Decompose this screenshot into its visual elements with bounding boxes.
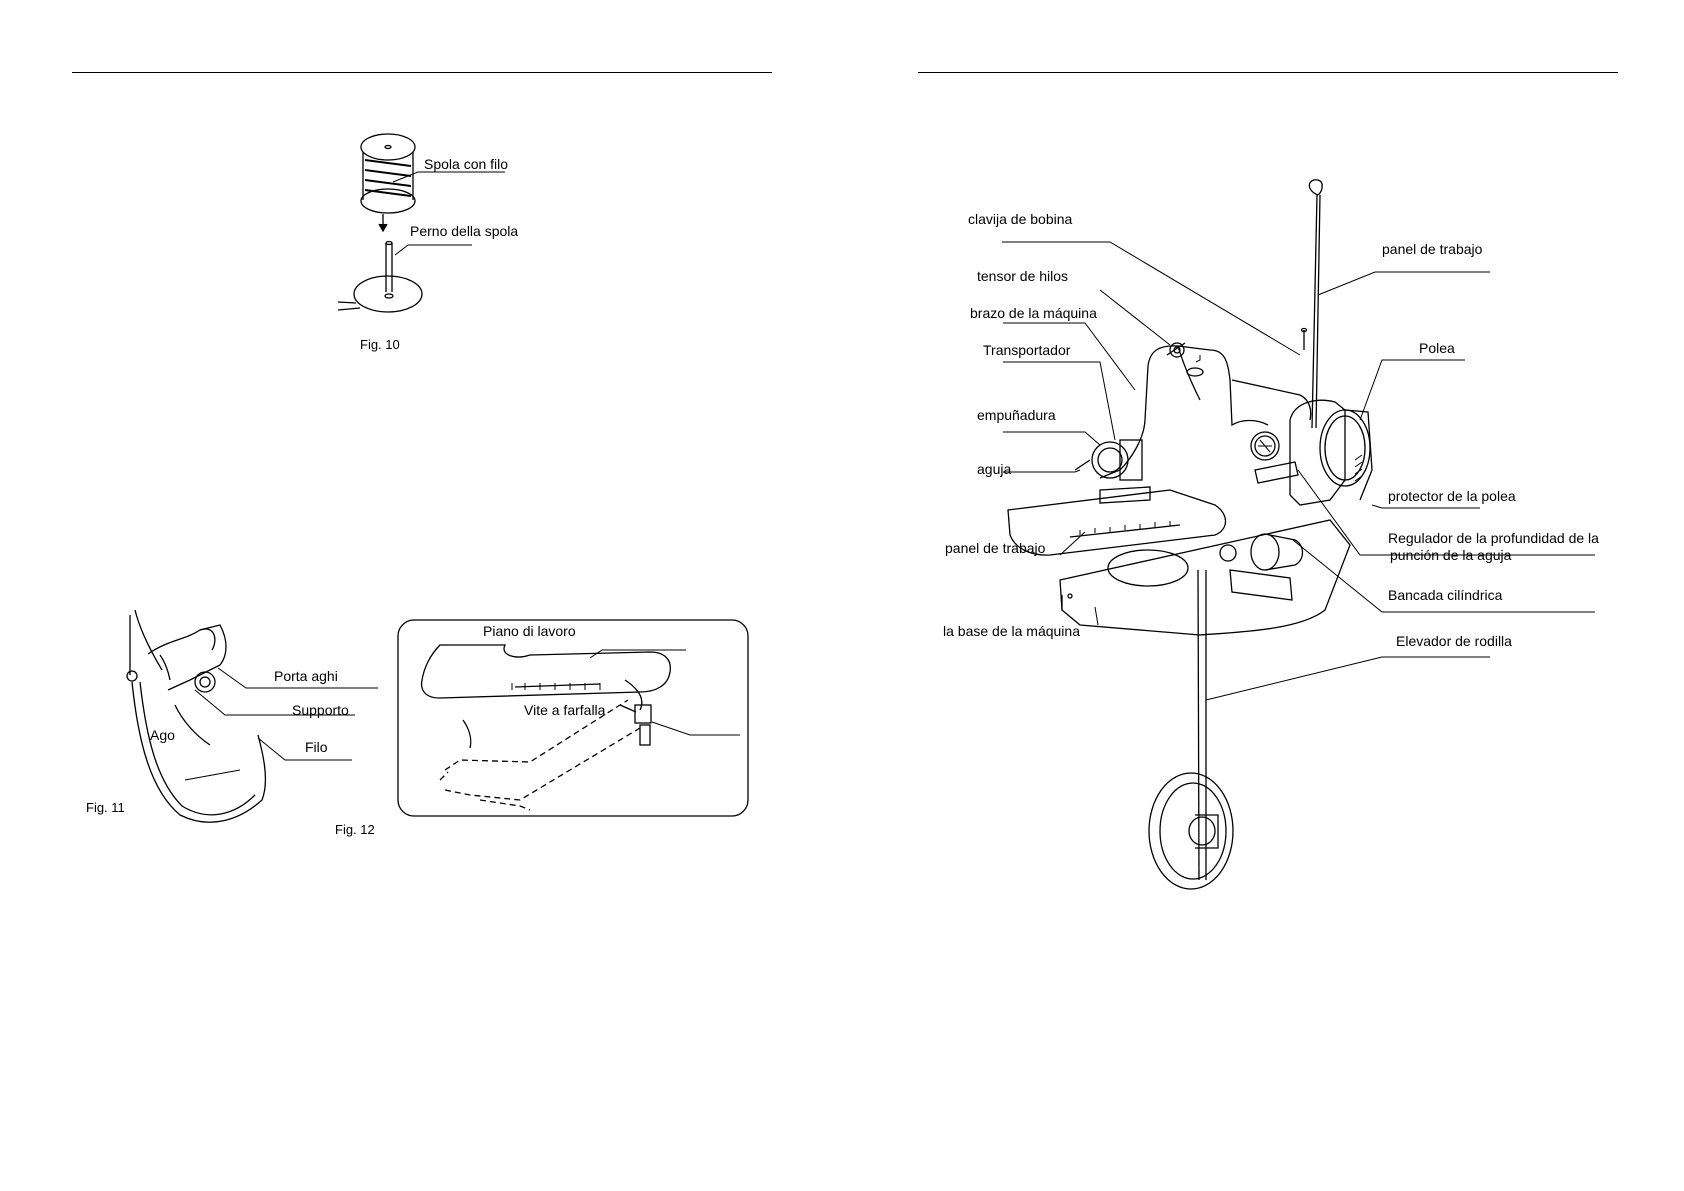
label-work-plane: Piano di lavoro bbox=[483, 623, 576, 639]
label-work-panel-right: panel de trabajo bbox=[1382, 241, 1483, 257]
label-needle: Ago bbox=[150, 727, 175, 743]
fig12-caption: Fig. 12 bbox=[335, 822, 375, 837]
label-bobbin-pin: clavija de bobina bbox=[968, 211, 1073, 227]
label-needle-holder: Porta aghi bbox=[274, 668, 338, 684]
label-thread: Filo bbox=[305, 739, 328, 755]
fig11-needle-drawing bbox=[126, 609, 267, 823]
label-pulley: Polea bbox=[1419, 340, 1455, 356]
left-header-rule bbox=[72, 72, 772, 73]
fig12-plate-drawing bbox=[420, 644, 671, 811]
fig10-caption: Fig. 10 bbox=[360, 337, 400, 352]
label-cylinder-bed: Bancada cilíndrica bbox=[1388, 587, 1503, 603]
right-header-rule bbox=[918, 72, 1618, 73]
label-thread-tensioner: tensor de hilos bbox=[977, 268, 1069, 284]
label-pulley-guard: protector de la polea bbox=[1388, 488, 1516, 504]
label-needle-es: aguja bbox=[977, 461, 1012, 477]
label-spool-with-thread: Spola con filo bbox=[424, 156, 509, 172]
fig11-caption: Fig. 11 bbox=[86, 800, 125, 815]
label-depth-regulator-line1: Regulador de la profundidad de la bbox=[1388, 530, 1599, 546]
label-feed-dog: Transportador bbox=[983, 342, 1071, 358]
label-support: Supporto bbox=[292, 702, 349, 718]
label-wing-screw: Vite a farfalla bbox=[524, 702, 606, 718]
label-handle: empuñadura bbox=[977, 407, 1056, 423]
fig12-frame bbox=[397, 619, 749, 817]
label-machine-base: la base de la máquina bbox=[943, 623, 1080, 639]
label-knee-lifter: Elevador de rodilla bbox=[1396, 633, 1512, 649]
label-machine-arm: brazo de la máquina bbox=[970, 305, 1097, 321]
label-spool-pin: Perno della spola bbox=[410, 223, 519, 239]
fig10-pin-drawing bbox=[337, 240, 423, 313]
fig10-spool-drawing bbox=[360, 133, 416, 233]
label-depth-regulator-line2: punción de la aguja bbox=[1390, 547, 1512, 563]
label-work-panel-left: panel de trabajo bbox=[945, 540, 1046, 556]
machine-drawing bbox=[1007, 179, 1373, 890]
